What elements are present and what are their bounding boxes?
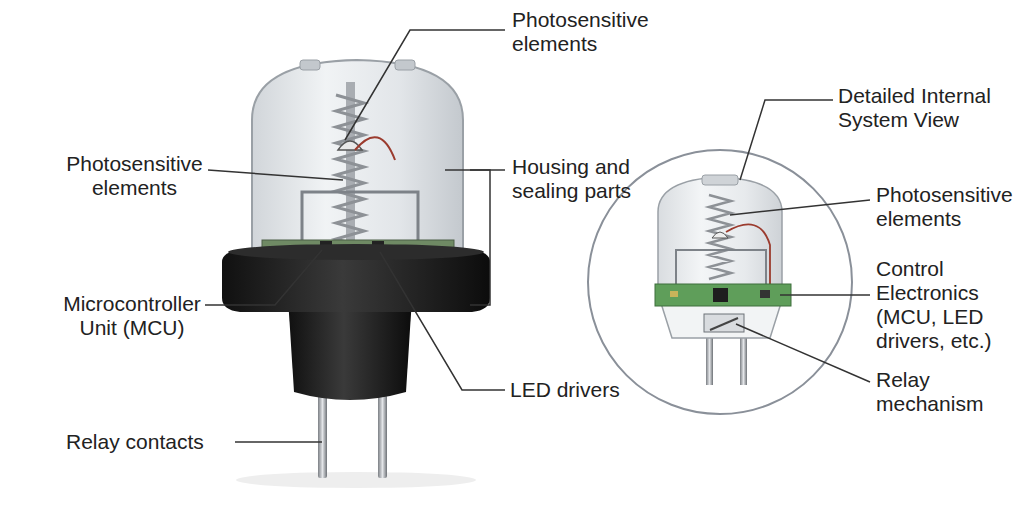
base-rim bbox=[228, 244, 484, 260]
photo-sensor bbox=[712, 232, 728, 238]
component bbox=[760, 290, 770, 298]
callout-label: Relay mechanism bbox=[876, 368, 1001, 416]
bracket bbox=[470, 170, 490, 305]
callout-label: Relay contacts bbox=[66, 430, 266, 454]
callout-label: LED drivers bbox=[510, 378, 710, 402]
leader-line bbox=[345, 30, 505, 140]
leader-line bbox=[235, 441, 322, 443]
callout-label: Photosensitive elements bbox=[512, 8, 657, 56]
mcu-chip bbox=[713, 288, 728, 302]
sensor-wire bbox=[355, 137, 395, 160]
circuit-board bbox=[655, 284, 791, 306]
relay-arm bbox=[710, 318, 738, 330]
leader-line bbox=[740, 100, 833, 180]
leader-line bbox=[380, 252, 505, 390]
leader-line bbox=[780, 294, 870, 296]
spring-coil bbox=[336, 95, 364, 247]
callout-label: Photosensitive elements bbox=[876, 183, 1021, 231]
callout-label: Microcontroller Unit (MCU) bbox=[58, 292, 206, 340]
clear-dome bbox=[252, 60, 463, 252]
callout-label: Control Electronics (MCU, LED drivers, e… bbox=[876, 257, 1011, 353]
relay-block bbox=[704, 314, 744, 332]
leader-line bbox=[730, 200, 870, 215]
component bbox=[670, 291, 678, 297]
callout-label: Photosensitive elements bbox=[62, 152, 207, 200]
callout-label: Housing and sealing parts bbox=[512, 155, 637, 203]
spring-coil bbox=[709, 195, 731, 279]
relay-pin bbox=[318, 395, 327, 478]
callout-label: Detailed Internal System View bbox=[838, 84, 1003, 132]
plug-neck bbox=[288, 298, 412, 400]
dome-ridge bbox=[300, 60, 320, 70]
leader-line bbox=[736, 324, 870, 382]
dome-cap bbox=[702, 175, 738, 185]
inner-frame bbox=[676, 250, 766, 286]
shadow bbox=[236, 472, 476, 488]
clear-dome bbox=[658, 177, 782, 292]
sensor-wire bbox=[726, 224, 770, 285]
dome-ridge bbox=[395, 60, 415, 70]
leader-line bbox=[205, 250, 322, 305]
relay-pin bbox=[378, 395, 387, 478]
leader-line bbox=[208, 170, 343, 180]
